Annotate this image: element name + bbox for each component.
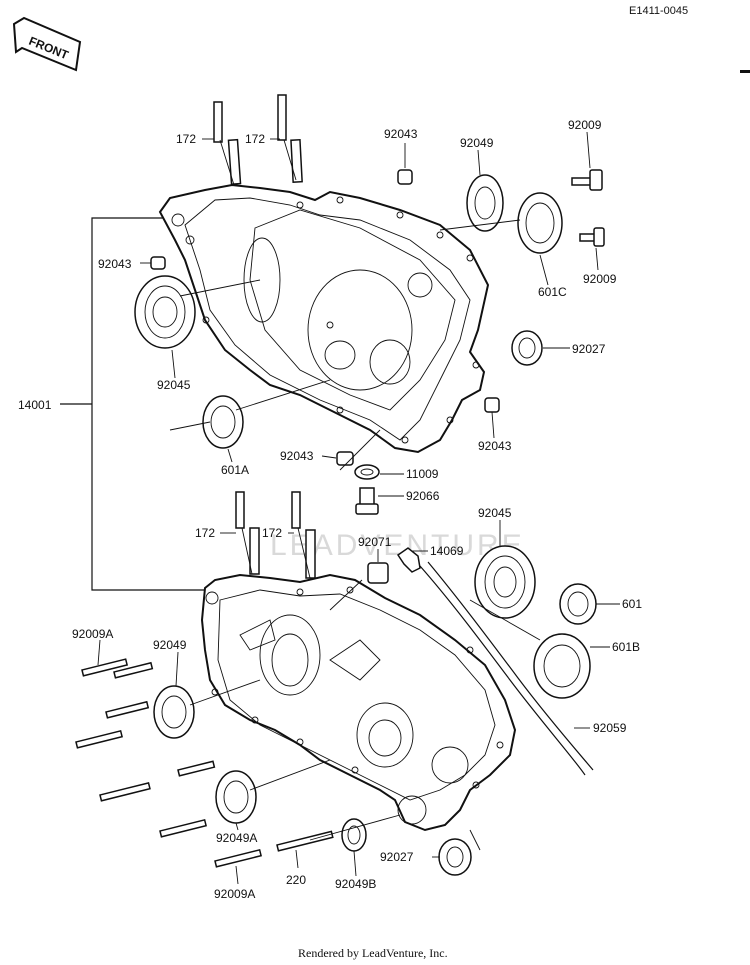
callout-stud-172-c: 172 xyxy=(195,526,215,540)
footer-credit: Rendered by LeadVenture, Inc. xyxy=(298,946,448,960)
callout-dowel-92043-right: 92043 xyxy=(478,439,512,453)
edge-mark xyxy=(740,70,750,73)
callout-bearing-601C: 601C xyxy=(538,285,567,299)
assembly-bracket xyxy=(60,217,205,591)
bearing-icon xyxy=(134,174,563,449)
stud-icon xyxy=(213,94,303,186)
callout-screw-92009-top: 92009 xyxy=(568,118,602,132)
callout-stud-172-d: 172 xyxy=(262,526,282,540)
callout-oil-seal-92049-lower: 92049 xyxy=(153,638,187,652)
upper-crankcase-half xyxy=(158,183,490,454)
callout-ring-92027-right: 92027 xyxy=(572,342,606,356)
oil-fitting-icon xyxy=(367,547,594,776)
callout-fitting-92071: 92071 xyxy=(358,535,392,549)
callout-bolt-92009A-bottom: 92009A xyxy=(214,887,255,901)
callout-dowel-92043-center: 92043 xyxy=(280,449,314,463)
stud-lower-icon xyxy=(235,491,316,579)
callout-oil-seal-92049A: 92049A xyxy=(216,831,257,845)
lower-bearing-icon xyxy=(153,545,597,876)
callout-bearing-601: 601 xyxy=(622,597,642,611)
front-arrow-icon: FRONT xyxy=(12,16,82,72)
callout-screw-92009-mid: 92009 xyxy=(583,272,617,286)
leader-lines xyxy=(97,131,620,885)
gasket-plug-icon xyxy=(354,464,380,515)
callout-plug-92066: 92066 xyxy=(406,489,440,503)
callout-gasket-11009: 11009 xyxy=(406,467,439,481)
callout-stud-172-b: 172 xyxy=(245,132,265,146)
callout-ring-92027-lower: 92027 xyxy=(380,850,414,864)
alignment-lines xyxy=(169,219,541,851)
callout-oil-seal-92049-top: 92049 xyxy=(460,136,494,150)
callout-hose-92059: 92059 xyxy=(593,721,627,735)
screw-icon xyxy=(571,169,605,247)
lower-crankcase-half xyxy=(200,573,517,832)
callout-bearing-601A: 601A xyxy=(221,463,249,477)
diagram-code: E1411-0045 xyxy=(629,5,688,17)
callout-bearing-92045-right: 92045 xyxy=(478,506,512,520)
callout-bearing-601B: 601B xyxy=(612,640,640,654)
callout-dowel-92043-left: 92043 xyxy=(98,257,132,271)
callout-bolt-220: 220 xyxy=(286,873,306,887)
callout-bearing-92045-left: 92045 xyxy=(157,378,191,392)
callout-elbow-14069: 14069 xyxy=(430,544,464,558)
callout-assembly-14001: 14001 xyxy=(18,398,52,412)
bolt-icon xyxy=(75,658,334,868)
callout-labels: 172 172 92043 92049 92009 92043 601C 920… xyxy=(18,118,642,901)
callout-bolt-92009A-top: 92009A xyxy=(72,627,113,641)
dowel-icon xyxy=(150,169,500,466)
callout-dowel-92043-top: 92043 xyxy=(384,127,418,141)
callout-stud-172-a: 172 xyxy=(176,132,196,146)
callout-oil-seal-92049B: 92049B xyxy=(335,877,376,891)
